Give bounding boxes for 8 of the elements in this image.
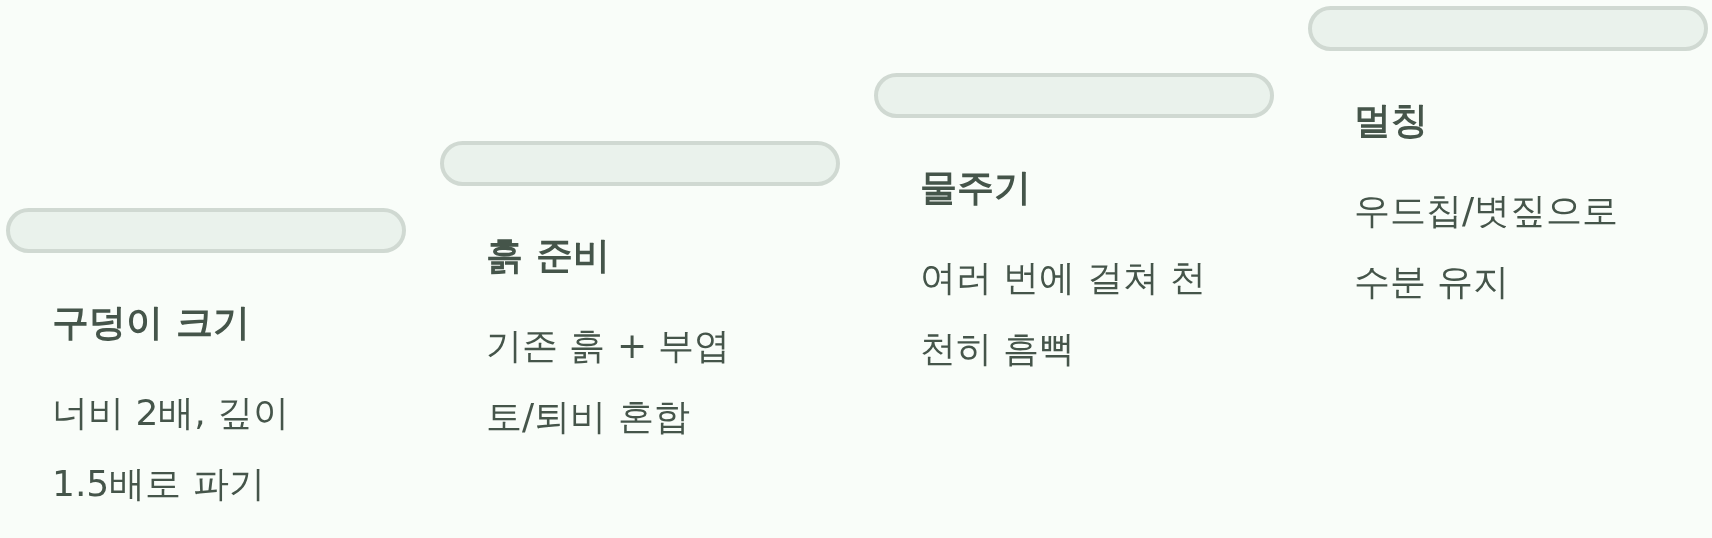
step-heading: 흙 준비 <box>486 233 610 279</box>
step-description: 기존 흙 + 부엽토/퇴비 혼합 <box>486 324 732 439</box>
step-heading: 물주기 <box>920 165 1031 211</box>
step-description: 우드칩/볏짚으로 수분 유지 <box>1354 189 1620 304</box>
step-description: 너비 2배, 깊이 1.5배로 파기 <box>52 391 291 506</box>
step-heading: 멀칭 <box>1354 98 1428 144</box>
step-heading: 구덩이 크기 <box>52 300 250 346</box>
step-description: 여러 번에 걸쳐 천천히 흠뻑 <box>920 256 1208 371</box>
